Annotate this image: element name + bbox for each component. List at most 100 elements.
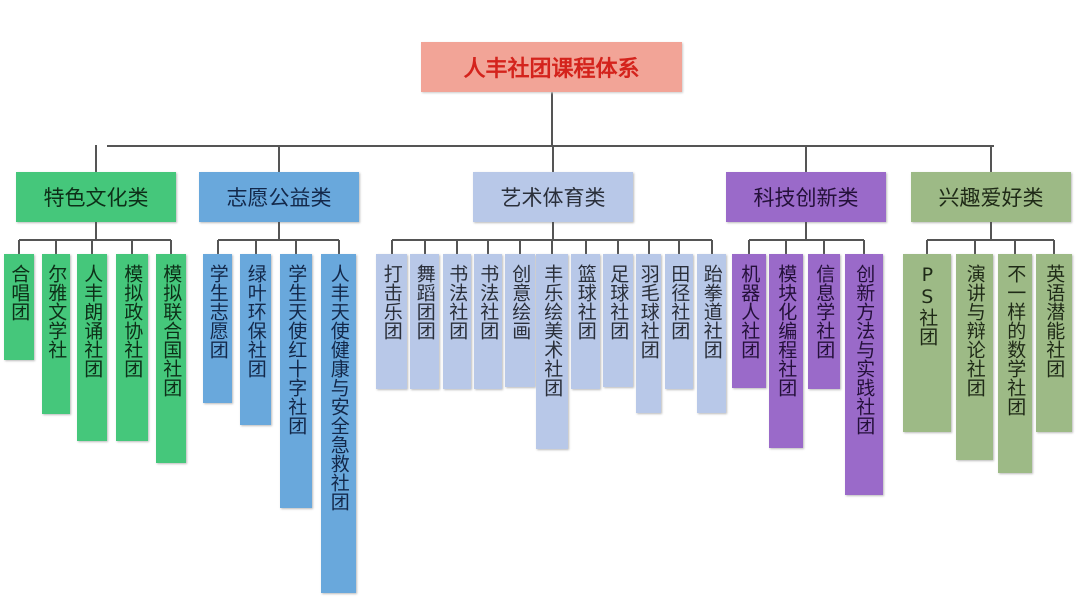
leaf-tick-line (91, 240, 93, 254)
trunk-line (551, 92, 553, 146)
club-label: 人丰朗诵社团 (81, 264, 104, 378)
club-box: 尔雅文学社 (42, 254, 70, 414)
club-box: 足球社团 (603, 254, 633, 387)
leaf-tick-line (647, 240, 650, 254)
club-box: 信息学社团 (808, 254, 840, 389)
club-label: 学生天使红十字社团 (285, 264, 308, 435)
club-box: 书法社团 (443, 254, 471, 389)
leaf-tick-line (295, 240, 297, 254)
club-label: 不一样的数学社团 (1004, 264, 1027, 416)
club-box: 羽毛球社团 (636, 254, 661, 413)
club-box: 学生天使红十字社团 (280, 254, 312, 508)
leaf-tick-line (390, 240, 393, 254)
club-box: 创新方法与实践社团 (845, 254, 883, 495)
leaf-tick-line (18, 240, 20, 254)
leaf-tick-line (423, 240, 426, 254)
leaf-tick-line (710, 240, 713, 254)
category-drop-line (990, 145, 992, 172)
leaf-tick-line (337, 240, 340, 254)
category-drop-line (552, 145, 554, 172)
leaf-bus-line (217, 239, 339, 241)
club-box: 模拟联合国社团 (156, 254, 186, 463)
category-box: 科技创新类 (726, 172, 886, 222)
club-label: 绿叶环保社团 (244, 264, 267, 378)
club-label: 尔雅文学社 (45, 264, 68, 359)
leaf-tick-line (748, 240, 750, 254)
leaf-tick-line (131, 240, 133, 254)
club-label: 模拟政协社团 (121, 264, 144, 378)
club-label: PS社团 (916, 264, 939, 346)
club-box: 绿叶环保社团 (240, 254, 271, 425)
club-label: 田径社团 (668, 264, 691, 340)
club-label: 篮球社团 (574, 264, 597, 340)
leaf-tick-line (863, 240, 865, 254)
leaf-tick-line (1053, 240, 1055, 254)
club-box: 田径社团 (665, 254, 693, 389)
category-stem-line (552, 222, 554, 240)
leaf-tick-line (785, 240, 787, 254)
club-label: 丰乐绘美术社团 (541, 264, 564, 397)
leaf-tick-line (926, 240, 928, 254)
club-box: 人丰天使健康与安全急救社团 (321, 254, 356, 593)
club-label: 书法社团 (477, 264, 500, 340)
category-drop-line (95, 145, 97, 172)
club-box: 丰乐绘美术社团 (536, 254, 568, 449)
club-label: 信息学社团 (813, 264, 836, 359)
club-label: 演讲与辩论社团 (963, 264, 986, 397)
club-box: 篮球社团 (571, 254, 600, 389)
club-label: 英语潜能社团 (1043, 264, 1066, 378)
club-label: 足球社团 (607, 264, 630, 340)
club-label: 舞蹈团团 (413, 264, 436, 340)
club-box: 人丰朗诵社团 (77, 254, 107, 441)
club-label: 打击乐团 (380, 264, 403, 340)
club-label: 模拟联合国社团 (160, 264, 183, 397)
club-box: 书法社团 (474, 254, 502, 389)
category-stem-line (805, 222, 807, 240)
category-stem-line (990, 222, 992, 240)
category-box: 特色文化类 (16, 172, 176, 222)
club-box: 不一样的数学社团 (998, 254, 1032, 473)
leaf-tick-line (487, 240, 489, 254)
club-box: 模拟政协社团 (116, 254, 148, 441)
club-label: 人丰天使健康与安全急救社团 (327, 264, 350, 511)
club-label: 创意绘画 (509, 264, 532, 340)
leaf-tick-line (973, 240, 976, 254)
club-label: 合唱团 (8, 264, 31, 321)
club-box: PS社团 (903, 254, 951, 432)
category-drop-line (278, 145, 280, 172)
category-box: 兴趣爱好类 (911, 172, 1071, 222)
club-box: 机器人社团 (732, 254, 766, 388)
club-box: 演讲与辩论社团 (956, 254, 993, 460)
leaf-bus-line (19, 239, 171, 241)
leaf-tick-line (551, 240, 553, 254)
leaf-tick-line (216, 240, 219, 254)
club-label: 学生志愿团 (206, 264, 229, 359)
category-stem-line (278, 222, 280, 240)
leaf-tick-line (1014, 240, 1016, 254)
leaf-tick-line (519, 240, 521, 254)
root-title: 人丰社团课程体系 (421, 42, 682, 92)
leaf-tick-line (678, 240, 680, 254)
category-box: 志愿公益类 (199, 172, 359, 222)
category-drop-line (805, 145, 807, 172)
club-box: 合唱团 (4, 254, 34, 360)
leaf-tick-line (617, 240, 619, 254)
leaf-tick-line (456, 240, 458, 254)
leaf-bus-line (749, 239, 864, 241)
club-box: 模块化编程社团 (769, 254, 803, 448)
club-label: 跆拳道社团 (700, 264, 723, 359)
leaf-tick-line (584, 240, 587, 254)
club-label: 书法社团 (446, 264, 469, 340)
leaf-tick-line (55, 240, 57, 254)
leaf-tick-line (254, 240, 257, 254)
leaf-tick-line (823, 240, 825, 254)
main-bus-line (107, 145, 994, 147)
club-box: 跆拳道社团 (697, 254, 726, 413)
category-box: 艺术体育类 (473, 172, 633, 222)
club-box: 英语潜能社团 (1036, 254, 1072, 432)
club-label: 模块化编程社团 (775, 264, 798, 397)
leaf-tick-line (170, 240, 172, 254)
club-box: 创意绘画 (505, 254, 535, 387)
club-box: 舞蹈团团 (410, 254, 439, 389)
club-label: 机器人社团 (738, 264, 761, 359)
